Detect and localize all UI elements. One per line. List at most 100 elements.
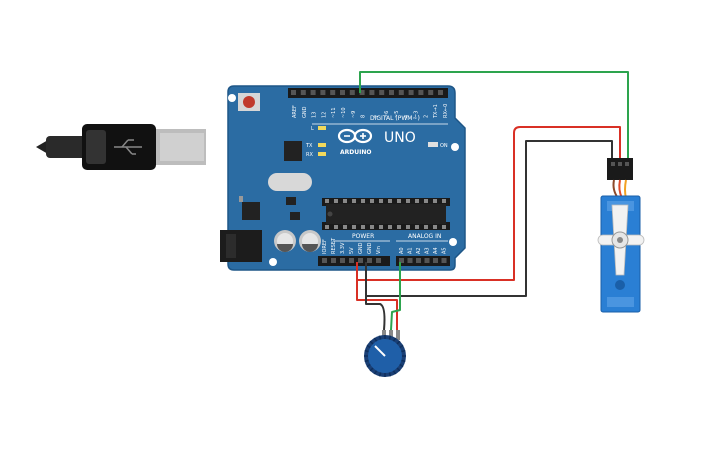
led-tx-label: TX	[305, 143, 313, 149]
micro-servo[interactable]	[597, 158, 645, 313]
wire-signal-pin9[interactable]	[359, 71, 629, 158]
digital-pin-label: GND	[302, 106, 308, 118]
digital-pin-label: RX←0	[443, 104, 449, 118]
digital-pin-label: ~9	[351, 111, 357, 118]
power-label: POWER	[352, 233, 374, 240]
led-rx-indicator	[318, 152, 326, 156]
power-pin-hole[interactable]	[367, 258, 372, 263]
digital-pin-hole[interactable]	[369, 90, 375, 95]
power-pin-label: IOREF	[322, 239, 328, 254]
led-l-label: L	[311, 126, 314, 132]
power-pin-hole[interactable]	[376, 258, 381, 263]
analog-pin-label: A4	[433, 247, 439, 254]
digital-pin-label: ~10	[341, 107, 347, 118]
analog-pin-hole[interactable]	[433, 258, 438, 263]
analog-pin-hole[interactable]	[407, 258, 413, 263]
digital-pin-hole[interactable]	[300, 90, 306, 95]
analog-pin-hole[interactable]	[399, 258, 404, 263]
digital-pin-hole[interactable]	[379, 90, 385, 95]
analog-header[interactable]	[396, 256, 450, 266]
arduino-logo-icon	[337, 128, 373, 144]
small-transistor	[286, 197, 296, 205]
power-pin-hole[interactable]	[340, 258, 345, 263]
digital-pin-hole[interactable]	[408, 90, 414, 95]
digital-pin-label: ~11	[331, 107, 337, 118]
digital-pin-hole[interactable]	[340, 90, 345, 95]
digital-pin-label: ~3	[414, 111, 420, 118]
digital-pin-hole[interactable]	[389, 90, 394, 95]
digital-pin-hole[interactable]	[428, 90, 434, 95]
led-rx-label: RX	[306, 152, 313, 158]
capacitor	[299, 230, 321, 252]
mount-hole-right-top	[451, 143, 459, 151]
power-header[interactable]	[318, 256, 390, 266]
mount-hole-bottom-left	[269, 258, 277, 266]
usb-cable[interactable]	[36, 124, 206, 170]
servo-screw	[615, 280, 625, 290]
led-on-label: ON	[440, 143, 448, 149]
analog-pin-label: A0	[399, 247, 405, 254]
analog-pin-label: A1	[408, 247, 414, 254]
analog-pin-hole[interactable]	[424, 258, 430, 263]
digital-pin-hole[interactable]	[320, 90, 326, 95]
board-brand: ARDUINO	[340, 149, 371, 156]
digital-pin-hole[interactable]	[291, 90, 296, 95]
crystal-oscillator	[268, 173, 312, 191]
wires	[356, 71, 629, 331]
barrel-jack-inner	[226, 234, 236, 258]
digital-pin-hole[interactable]	[418, 90, 424, 95]
led-l-indicator	[318, 126, 326, 130]
digital-pin-label: 8	[361, 115, 367, 118]
usb-symbol-icon	[114, 139, 142, 155]
wire-pot-wiper-a0[interactable]	[390, 262, 401, 331]
wire-gnd-rail[interactable]	[365, 158, 527, 297]
servo-horn-icon	[597, 204, 645, 276]
digital-pin-hole[interactable]	[330, 90, 336, 95]
servo-lead	[612, 179, 619, 199]
power-pin-label: GND	[367, 242, 373, 254]
servo-lead	[624, 179, 627, 199]
power-pin-label: GND	[358, 242, 364, 254]
small-transistor	[290, 212, 300, 220]
wire-servo-ground-top[interactable]	[525, 140, 613, 158]
mount-hole-top-left	[228, 94, 236, 102]
potentiometer[interactable]	[364, 330, 406, 377]
digital-pin-hole[interactable]	[310, 90, 316, 95]
reset-button[interactable]	[243, 96, 255, 108]
digital-pin-hole[interactable]	[349, 90, 355, 95]
power-pin-hole[interactable]	[349, 258, 354, 263]
capacitor	[274, 230, 296, 252]
digital-pin-label: 4	[404, 115, 410, 118]
digital-header-label: DIGITAL (PWM~)	[370, 115, 420, 122]
digital-pin-hole[interactable]	[438, 90, 443, 95]
usb-controller-chip	[284, 141, 302, 161]
digital-pin-hole[interactable]	[359, 90, 365, 95]
wire-servo-power[interactable]	[513, 126, 621, 158]
power-pin-hole[interactable]	[322, 258, 327, 263]
digital-header[interactable]	[288, 88, 448, 98]
pot-ticks	[364, 335, 406, 377]
power-pin-hole[interactable]	[358, 258, 363, 263]
servo-connector-pin	[611, 162, 615, 166]
wire-pot-5v[interactable]	[356, 280, 398, 330]
pot-leg	[382, 330, 386, 340]
power-pin-label: 3.3V	[340, 242, 346, 254]
analog-pin-hole[interactable]	[416, 258, 421, 263]
digital-pin-label: AREF	[292, 105, 298, 118]
analog-pin-hole[interactable]	[441, 258, 447, 263]
power-pin-hole[interactable]	[331, 258, 336, 263]
wire-pot-gnd[interactable]	[365, 296, 386, 331]
digital-pin-hole[interactable]	[398, 90, 404, 95]
servo-connector	[607, 158, 633, 180]
servo-lead	[618, 179, 623, 199]
usb-cable-end-icon	[36, 140, 48, 154]
servo-bottom-plate	[607, 297, 634, 307]
digital-pin-label: ~5	[394, 111, 400, 118]
digital-pin-label: TX→1	[433, 104, 439, 119]
atmega-microcontroller	[322, 198, 450, 230]
power-pin-label: 5V	[349, 247, 355, 254]
wire-5v-rail[interactable]	[356, 158, 515, 281]
